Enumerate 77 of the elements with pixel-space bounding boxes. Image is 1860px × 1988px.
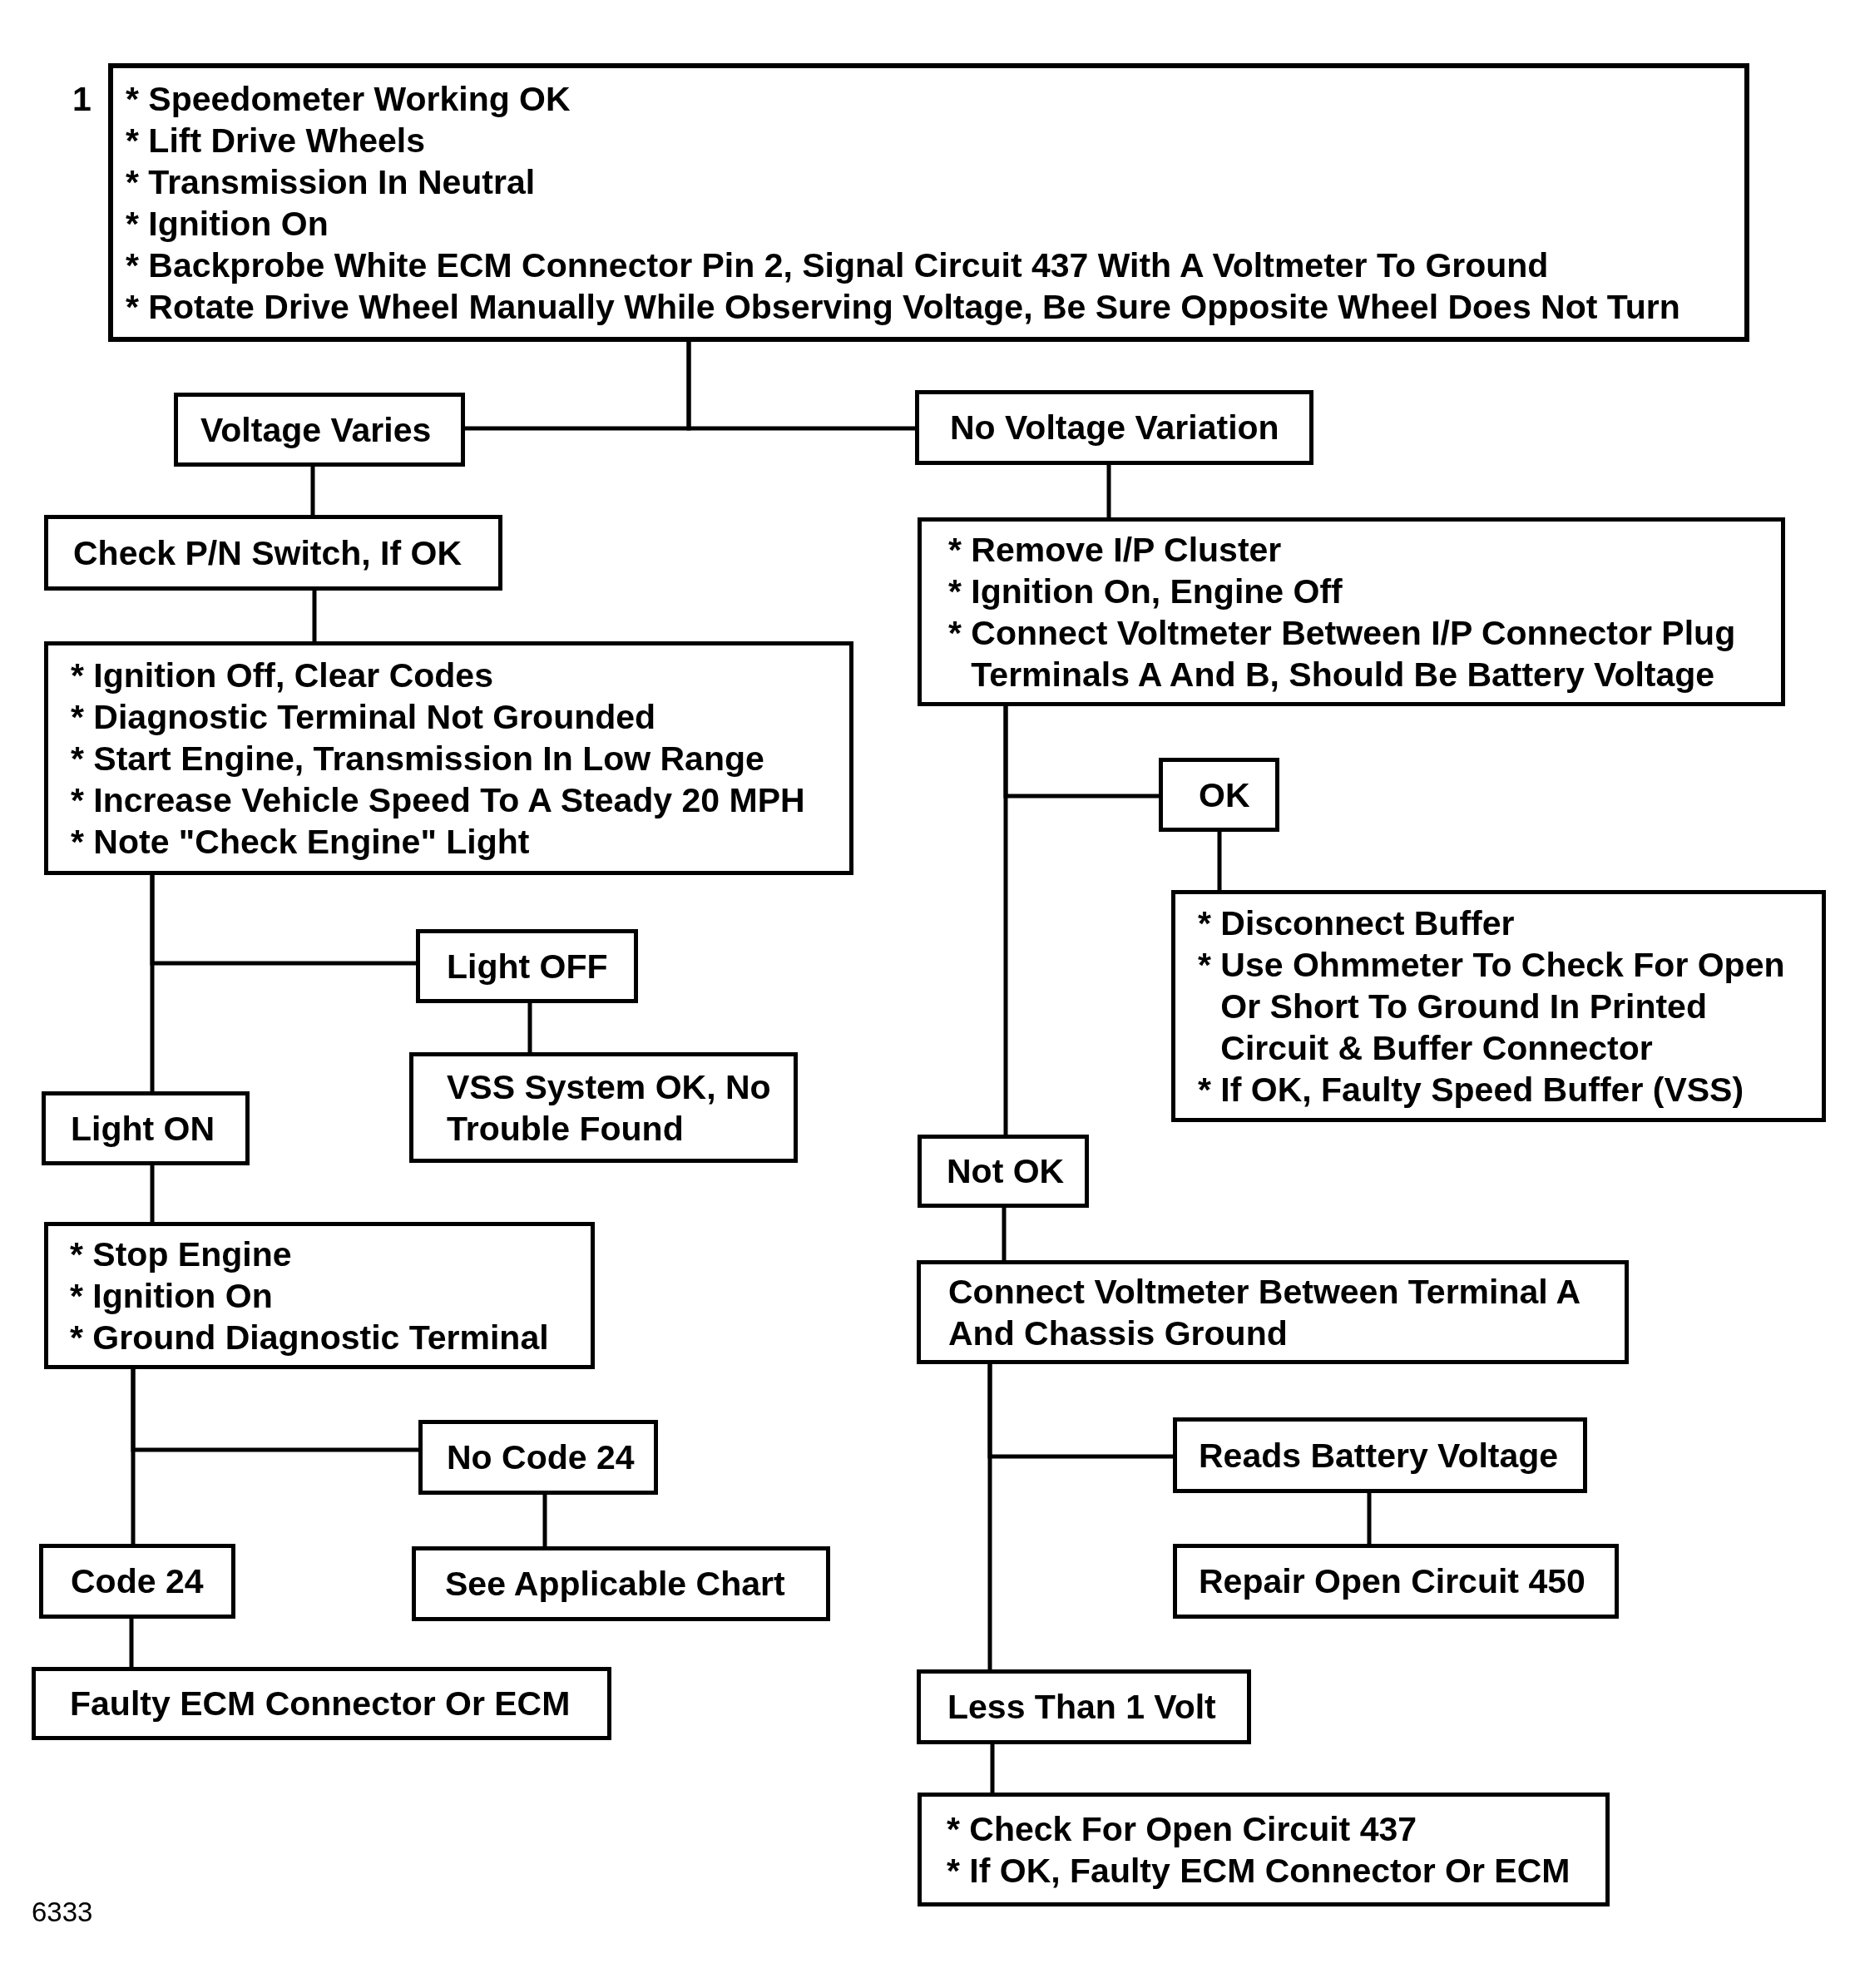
condition-label: Less Than 1 Volt bbox=[947, 1687, 1216, 1728]
instruction-text: * Rotate Drive Wheel Manually While Observing Voltage, Be Sure Opposite Wheel Does Not Turn bbox=[126, 286, 1680, 328]
instruction-text: * Start Engine, Transmission In Low Range bbox=[71, 738, 764, 779]
connector-line bbox=[1106, 465, 1111, 517]
condition-box bbox=[915, 390, 1313, 465]
instruction-text: * Stop Engine bbox=[70, 1234, 292, 1275]
instruction-text: * Ignition On bbox=[70, 1275, 273, 1317]
condition-box bbox=[418, 1420, 658, 1495]
instruction-text: Check P/N Switch, If OK bbox=[73, 532, 463, 574]
condition-box bbox=[42, 1091, 250, 1165]
condition-label: OK bbox=[1199, 774, 1250, 816]
connector-line bbox=[150, 1165, 155, 1222]
instruction-text: * Diagnostic Terminal Not Grounded bbox=[71, 696, 656, 738]
connector-line bbox=[542, 1495, 547, 1546]
step-number: 1 bbox=[72, 79, 92, 120]
connector-line bbox=[150, 875, 155, 1091]
condition-label: No Code 24 bbox=[447, 1437, 635, 1478]
condition-label: Voltage Varies bbox=[200, 409, 432, 451]
condition-label: Light ON bbox=[71, 1108, 215, 1150]
procedure-box bbox=[918, 1793, 1610, 1906]
procedure-box bbox=[44, 641, 853, 875]
result-text: Faulty ECM Connector Or ECM bbox=[70, 1684, 571, 1724]
instruction-text: * Lift Drive Wheels bbox=[126, 120, 425, 161]
connector-line bbox=[1003, 706, 1008, 1135]
instruction-text: * Note "Check Engine" Light bbox=[71, 821, 530, 863]
connector-line bbox=[1367, 1493, 1372, 1544]
condition-label: Light OFF bbox=[447, 946, 608, 987]
instruction-text: * Backprobe White ECM Connector Pin 2, Signal Circuit 437 With A Voltmeter To Ground bbox=[126, 245, 1549, 286]
instruction-text: * Use Ohmmeter To Check For Open Or Short To Ground In Printed Circuit & Buffer Connector bbox=[1198, 944, 1786, 1069]
condition-box bbox=[416, 929, 638, 1003]
instruction-text: * Ignition On bbox=[126, 203, 329, 245]
instruction-text: * Ignition Off, Clear Codes bbox=[71, 655, 493, 696]
result-box bbox=[1173, 1544, 1619, 1619]
instruction-text: * If OK, Faulty ECM Connector Or ECM bbox=[947, 1850, 1571, 1892]
procedure-box bbox=[918, 517, 1785, 706]
connector-line bbox=[1002, 1208, 1007, 1260]
instruction-text: * Increase Vehicle Speed To A Steady 20 MPH bbox=[71, 779, 805, 821]
procedure-box bbox=[917, 1260, 1629, 1364]
connector-line bbox=[312, 591, 317, 641]
condition-label: No Voltage Variation bbox=[950, 408, 1279, 448]
instruction-text: * Speedometer Working OK bbox=[126, 78, 571, 120]
instruction-text: * Check For Open Circuit 437 bbox=[947, 1808, 1417, 1850]
procedure-box bbox=[44, 1222, 595, 1369]
result-text: See Applicable Chart bbox=[445, 1564, 785, 1605]
condition-label: Code 24 bbox=[71, 1561, 204, 1602]
condition-box bbox=[918, 1135, 1089, 1208]
result-text: VSS System OK, No Trouble Found bbox=[447, 1066, 772, 1150]
instruction-text: * Remove I/P Cluster bbox=[948, 529, 1282, 571]
procedure-box bbox=[1171, 890, 1826, 1122]
condition-label: Not OK bbox=[947, 1151, 1065, 1192]
condition-box bbox=[1159, 758, 1279, 832]
figure-number: 6333 bbox=[32, 1897, 93, 1928]
connector-line bbox=[131, 1369, 136, 1544]
connector-line bbox=[987, 1364, 992, 1669]
condition-box bbox=[917, 1669, 1251, 1744]
connector-line bbox=[527, 1003, 532, 1052]
connector-line bbox=[1217, 832, 1222, 890]
result-box bbox=[32, 1667, 611, 1740]
result-box bbox=[412, 1546, 830, 1621]
instruction-text: * Connect Voltmeter Between I/P Connector Plug Terminals A And B, Should Be Battery Voltage bbox=[948, 612, 1737, 695]
condition-label: Reads Battery Voltage bbox=[1199, 1435, 1559, 1476]
instruction-text: * If OK, Faulty Speed Buffer (VSS) bbox=[1198, 1069, 1744, 1110]
condition-box bbox=[174, 393, 465, 467]
connector-line bbox=[990, 1744, 995, 1793]
connector-line bbox=[129, 1619, 134, 1667]
instruction-text: * Ignition On, Engine Off bbox=[948, 571, 1343, 612]
instruction-text: Connect Voltmeter Between Terminal A And Chassis Ground bbox=[948, 1271, 1581, 1354]
instruction-text: * Transmission In Neutral bbox=[126, 161, 536, 203]
condition-box bbox=[39, 1544, 235, 1619]
result-box bbox=[409, 1052, 798, 1163]
procedure-box bbox=[44, 515, 502, 591]
instruction-text: * Ground Diagnostic Terminal bbox=[70, 1317, 549, 1358]
instruction-text: * Disconnect Buffer bbox=[1198, 903, 1515, 944]
connector-line bbox=[310, 467, 315, 515]
condition-box bbox=[1173, 1417, 1587, 1493]
connector-line bbox=[686, 342, 915, 431]
result-text: Repair Open Circuit 450 bbox=[1199, 1561, 1585, 1602]
